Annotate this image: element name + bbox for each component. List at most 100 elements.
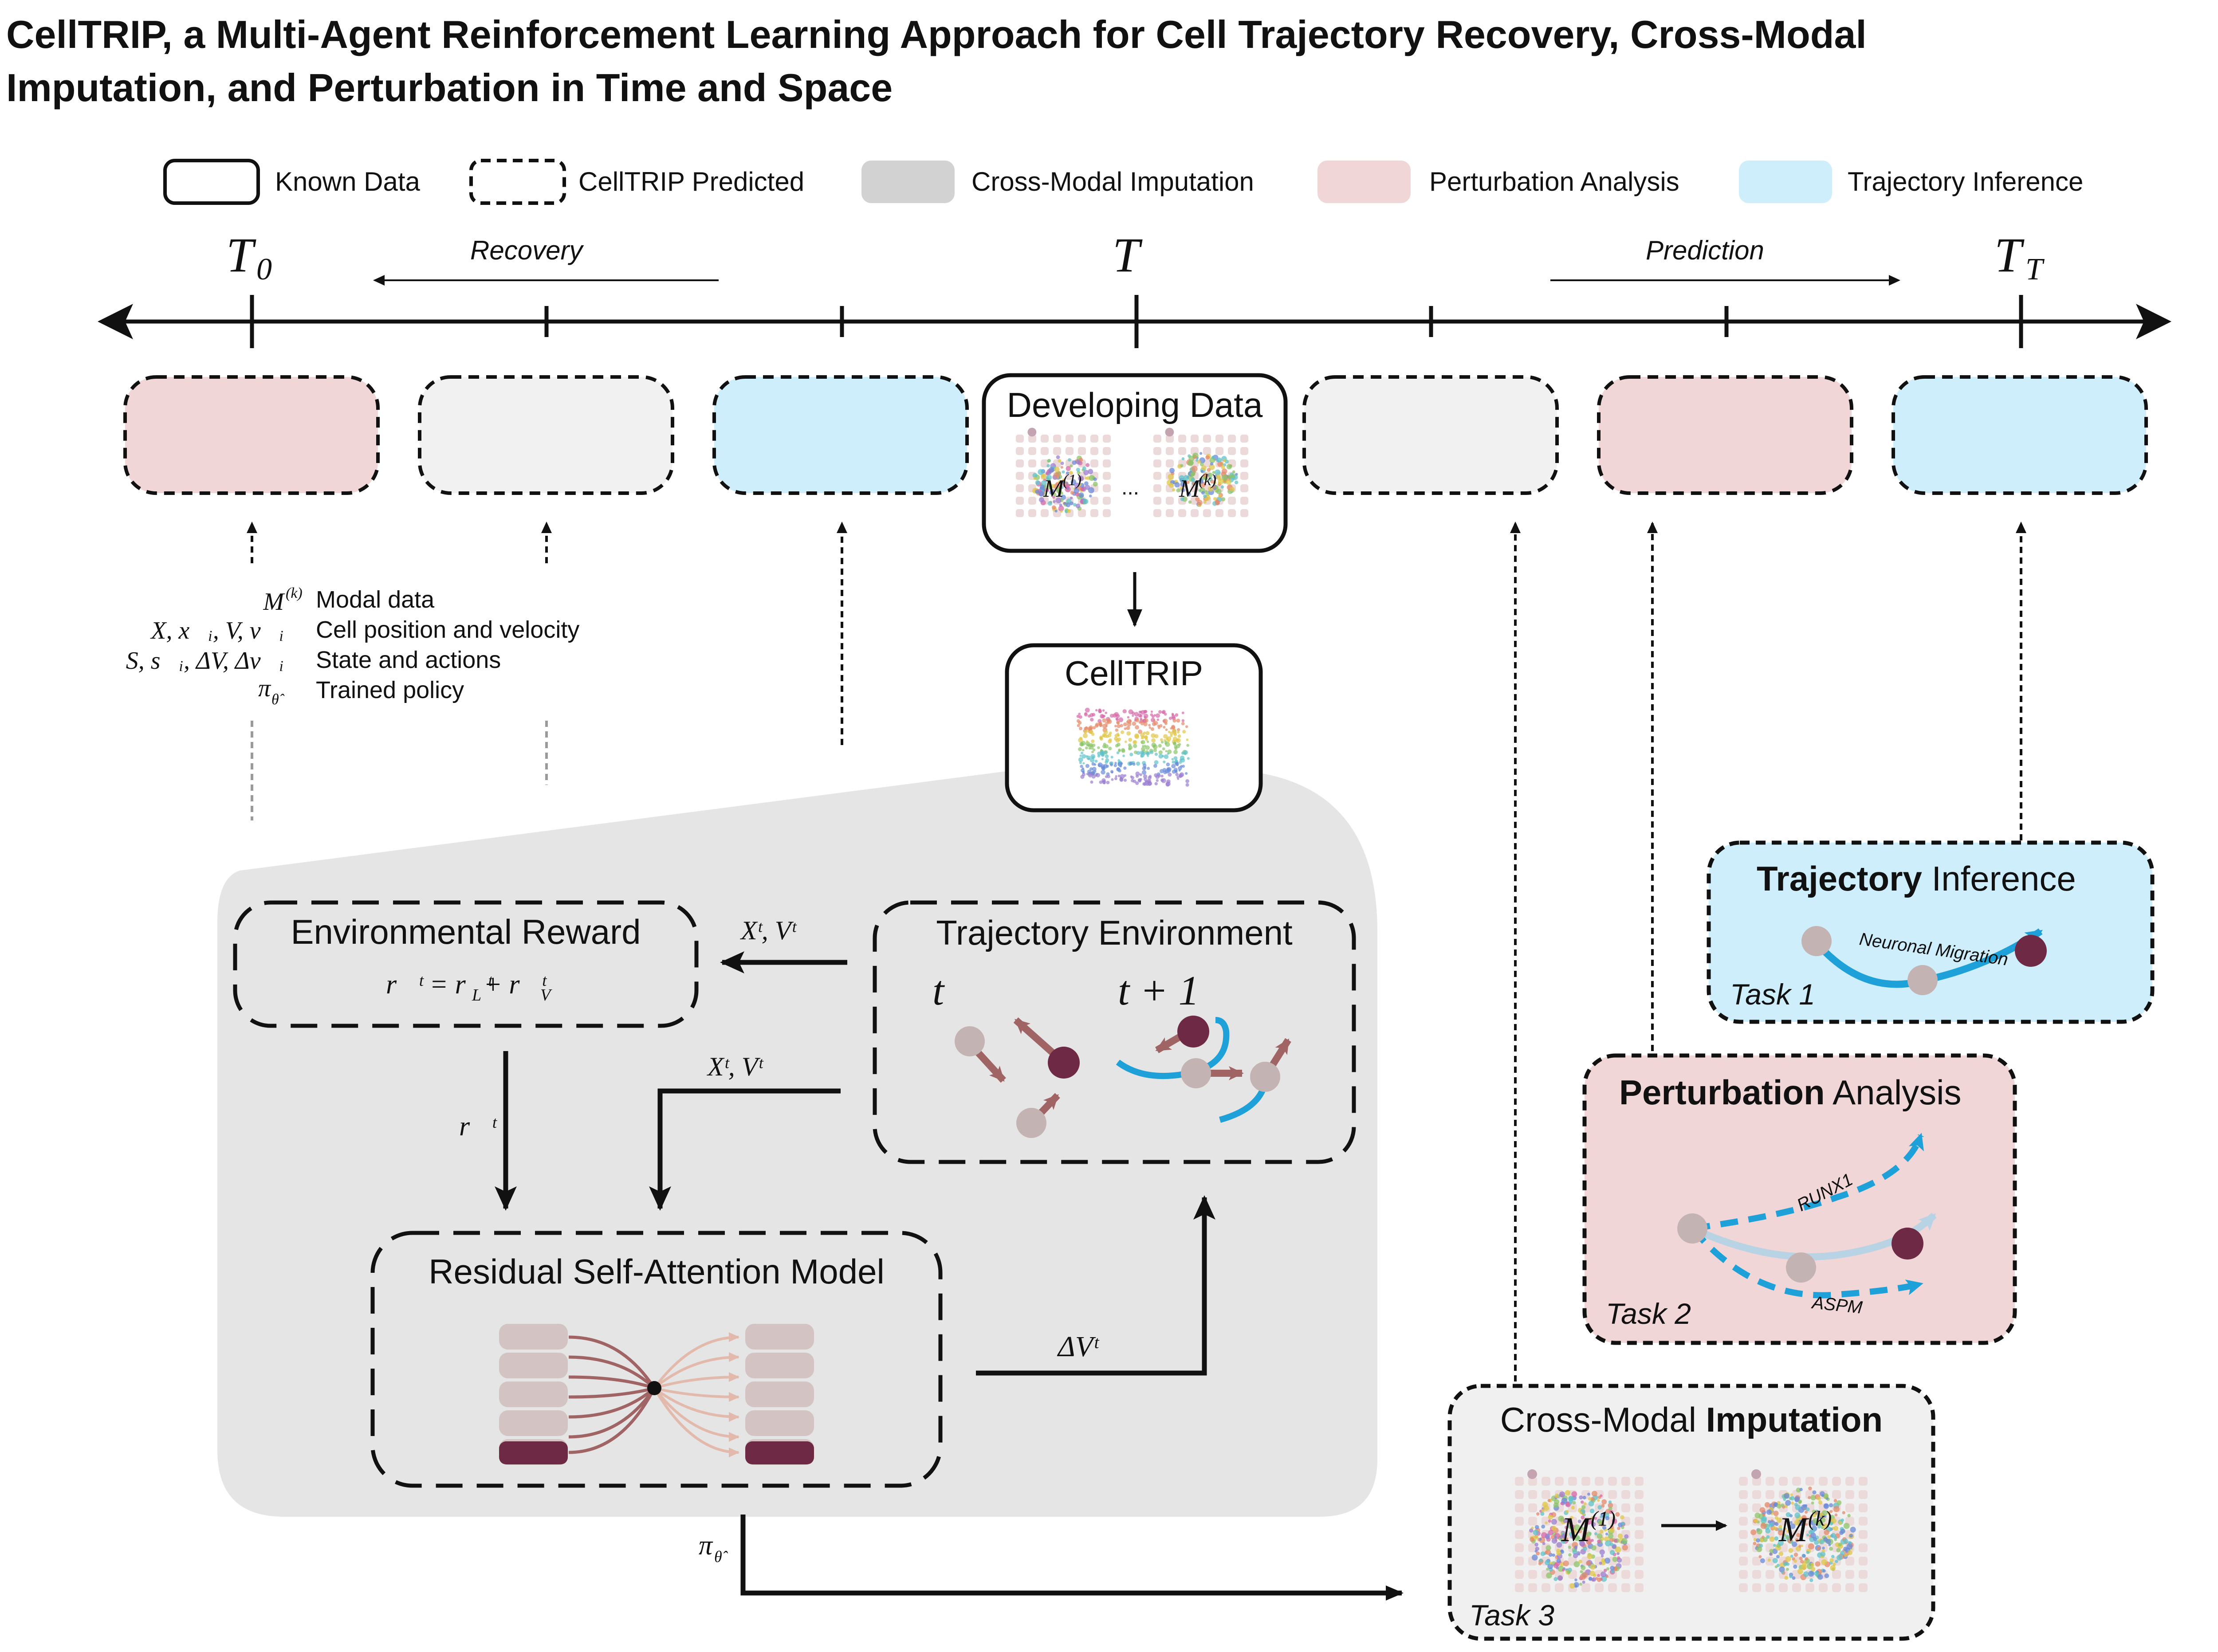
cell-embedding-point (1203, 500, 1207, 504)
cell-embedding-point (1209, 457, 1215, 463)
cell-embedding-point (1035, 480, 1040, 485)
celltrip-embedding-point (1154, 760, 1159, 765)
state-box-recovery-trajectory (712, 375, 969, 495)
cell-embedding-point (1620, 1515, 1624, 1519)
cell-embedding-point (1568, 1546, 1571, 1549)
celltrip-embedding-point (1131, 776, 1135, 780)
cell-embedding-point (1600, 1494, 1603, 1497)
spatial-grid-spot (1153, 472, 1161, 480)
celltrip-embedding-point (1094, 759, 1098, 763)
spatial-grid-spot (1752, 1490, 1761, 1499)
cell-embedding-point (1605, 1516, 1610, 1521)
celltrip-embedding-point (1172, 714, 1174, 716)
celltrip-embedding-point (1166, 762, 1170, 767)
cell-embedding-point (1191, 472, 1196, 477)
celltrip-embedding-point (1089, 713, 1094, 717)
celltrip-embedding-point (1152, 719, 1156, 722)
celltrip-embedding-point (1161, 711, 1165, 714)
cell-embedding-point (1089, 494, 1092, 498)
cell-embedding-point (1216, 488, 1222, 494)
celltrip-embedding-point (1168, 773, 1172, 777)
spatial-grid-spot (1090, 447, 1098, 455)
cell-embedding-point (1205, 455, 1210, 460)
celltrip-embedding-point (1079, 742, 1084, 747)
cell-embedding-point (1038, 491, 1044, 497)
spatial-grid-spot (1752, 1503, 1761, 1512)
cell-embedding-point (1617, 1526, 1620, 1530)
cell-embedding-point (1609, 1525, 1614, 1530)
cell-embedding-point (1597, 1574, 1601, 1577)
cell-embedding-point (1032, 473, 1038, 478)
celltrip-embedding-point (1085, 746, 1088, 749)
celltrip-embedding-point (1102, 723, 1107, 729)
celltrip-embedding-point (1114, 737, 1118, 741)
celltrip-embedding-point (1164, 754, 1169, 759)
celltrip-embedding-point (1184, 772, 1188, 775)
cell-embedding-point (1786, 1529, 1790, 1533)
cell-embedding-point (1597, 1577, 1601, 1582)
celltrip-embedding-point (1142, 745, 1144, 748)
cell-embedding-point (1065, 482, 1069, 485)
celltrip-embedding-point (1139, 773, 1142, 777)
cell-embedding-point (1806, 1550, 1809, 1554)
spatial-grid-spot (1555, 1477, 1564, 1486)
cell-embedding-point (1790, 1493, 1793, 1496)
cell-embedding-point (1069, 471, 1073, 475)
spatial-grid-spot (1832, 1490, 1841, 1499)
spatial-grid-spot (1635, 1530, 1644, 1539)
attention-input-line (568, 1386, 655, 1399)
spatial-grid-spot (1528, 1517, 1537, 1526)
cell-embedding-point (1835, 1559, 1838, 1563)
celltrip-embedding-point (1108, 746, 1112, 750)
cell-embedding-point (1766, 1535, 1770, 1539)
cell-embedding-point (1827, 1511, 1830, 1515)
celltrip-embedding-point (1182, 730, 1186, 734)
celltrip-embedding-point (1168, 716, 1172, 720)
cell-embedding-point (1591, 1538, 1594, 1542)
cell-embedding-point (1809, 1520, 1813, 1524)
cell-embedding-point (1794, 1519, 1800, 1526)
cell-embedding-point (1605, 1575, 1609, 1578)
environment-time-t-plus-1: t + 1 (1118, 968, 1199, 1014)
cell-embedding-point (1235, 473, 1238, 476)
spatial-grid-spot (1090, 435, 1098, 443)
cell-embedding-point (1844, 1553, 1848, 1557)
celltrip-embedding-point (1135, 774, 1139, 778)
cell-embedding-point (1088, 469, 1093, 475)
cell-embedding-point (1078, 483, 1082, 487)
cell-embedding-point (1066, 471, 1070, 475)
cell-embedding-point (1602, 1526, 1607, 1530)
cell-embedding-point (1168, 474, 1174, 480)
spatial-grid-spot (1240, 484, 1248, 492)
attention-input-line (568, 1375, 655, 1390)
notation-symbol-modal-sup: (k) (286, 585, 303, 601)
cell-embedding-point (1791, 1501, 1794, 1505)
spatial-grid-spot (1515, 1570, 1524, 1579)
celltrip-embedding-point (1123, 766, 1127, 770)
cell-embedding-point (1569, 1502, 1573, 1505)
trajectory-environment-box: Trajectory Environment t t + 1 (873, 900, 1356, 1164)
cell-embedding-point (1609, 1510, 1613, 1514)
cell-embedding-point (1565, 1510, 1569, 1513)
task2-perturbation-analysis: Perturbation Analysis RUNX1 ASPM Task 2 (1582, 1053, 2017, 1345)
cell-embedding-point (1534, 1525, 1539, 1530)
celltrip-embedding-point (1159, 724, 1163, 728)
cell-embedding-point (1805, 1511, 1808, 1514)
spatial-grid-spot (1240, 447, 1248, 455)
cell-embedding-point (1608, 1503, 1613, 1508)
celltrip-embedding-point (1114, 761, 1117, 765)
celltrip-embedding-point (1185, 783, 1189, 787)
cell-embedding-point (1565, 1526, 1568, 1530)
spatial-grid-spot (1542, 1477, 1550, 1486)
celltrip-embedding-point (1160, 774, 1164, 778)
cell-embedding-point (1822, 1569, 1826, 1573)
cell-embedding-point (1843, 1523, 1850, 1529)
celltrip-embedding-point (1134, 734, 1139, 739)
spatial-grid-spot (1805, 1583, 1814, 1592)
reward-to-model-label: r⃗ᵗ (459, 1111, 497, 1142)
cell-embedding-point (1572, 1501, 1576, 1505)
celltrip-embedding-point (1123, 778, 1127, 782)
cell-embedding-point (1568, 1553, 1572, 1557)
cell-embedding-point (1192, 482, 1196, 486)
cell-embedding-point (1803, 1571, 1809, 1577)
